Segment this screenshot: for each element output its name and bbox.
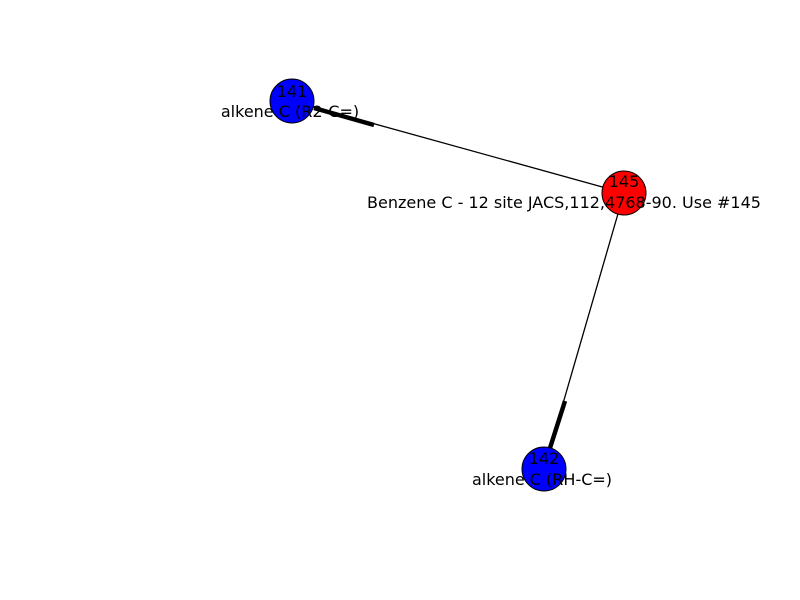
node-145-label: Benzene C - 12 site JACS,112,4768-90. Us… — [367, 193, 761, 212]
node-145-circle — [601, 170, 647, 216]
node-145: 145 Benzene C - 12 site JACS,112,4768-90… — [367, 170, 761, 216]
node-141-label: alkene C (R2-C=) — [221, 102, 359, 121]
node-142-circle — [521, 446, 567, 492]
node-142-label: alkene C (RH-C=) — [472, 470, 612, 489]
node-145-id: 145 — [609, 172, 640, 191]
node-141: 141 alkene C (R2-C=) — [221, 78, 359, 124]
edge-145-141-arrowhead — [313, 105, 375, 128]
node-142-id: 142 — [529, 449, 560, 468]
node-141-id: 141 — [277, 82, 308, 101]
node-141-circle — [269, 78, 315, 124]
edge-145-142-arrowhead — [547, 400, 568, 449]
edges-layer — [291, 100, 625, 470]
node-142: 142 alkene C (RH-C=) — [472, 446, 612, 492]
